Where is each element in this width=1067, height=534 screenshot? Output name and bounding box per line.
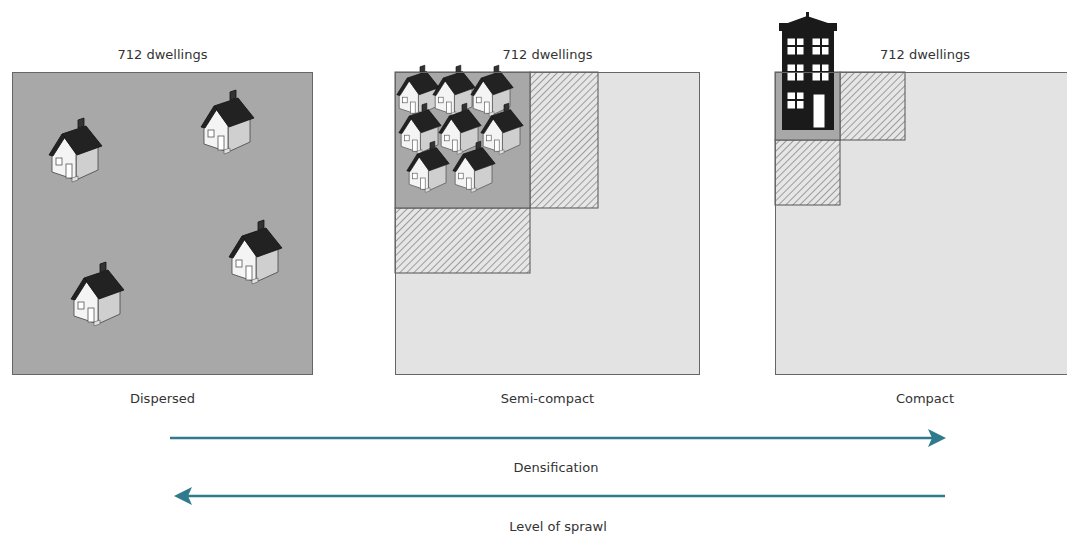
house-icon — [407, 141, 449, 192]
scenario-label: Dispersed — [13, 391, 312, 407]
dwelling-count: 712 dwellings — [396, 47, 699, 63]
arrow-caption: Densification — [514, 460, 599, 475]
hatched-area — [775, 140, 840, 205]
house-icon — [71, 262, 124, 326]
compact-ground — [775, 72, 1067, 375]
sprawl-arrow — [174, 487, 945, 505]
dwelling-count: 712 dwellings — [13, 47, 312, 63]
dwelling-count: 712 dwellings — [776, 47, 1067, 63]
arrow-caption: Level of sprawl — [509, 519, 607, 534]
hatched-area — [395, 208, 530, 273]
house-icon — [201, 90, 254, 154]
densification-arrow — [170, 429, 946, 447]
house-icon — [229, 220, 282, 284]
dispersed-ground — [12, 72, 313, 375]
house-icon — [481, 103, 523, 154]
semi-compact-ground — [395, 72, 700, 375]
hatched-area — [840, 72, 905, 140]
scenario-label: Semi-compact — [396, 391, 699, 407]
scenario-label: Compact — [776, 391, 1067, 407]
house-icon — [439, 103, 481, 154]
scenario-panel: 712 dwellingsSemi-compact — [395, 72, 700, 375]
scenario-panel: 712 dwellingsDispersed — [12, 72, 313, 375]
hatched-area — [530, 72, 598, 208]
arrow-caption-box: Level of sprawl — [408, 516, 708, 534]
scenario-panel: 712 dwellingsCompact — [775, 72, 1067, 375]
house-icon — [453, 141, 495, 192]
house-icon — [49, 118, 102, 182]
apartment-building — [779, 12, 837, 130]
arrow-caption-box: Densification — [406, 457, 706, 476]
